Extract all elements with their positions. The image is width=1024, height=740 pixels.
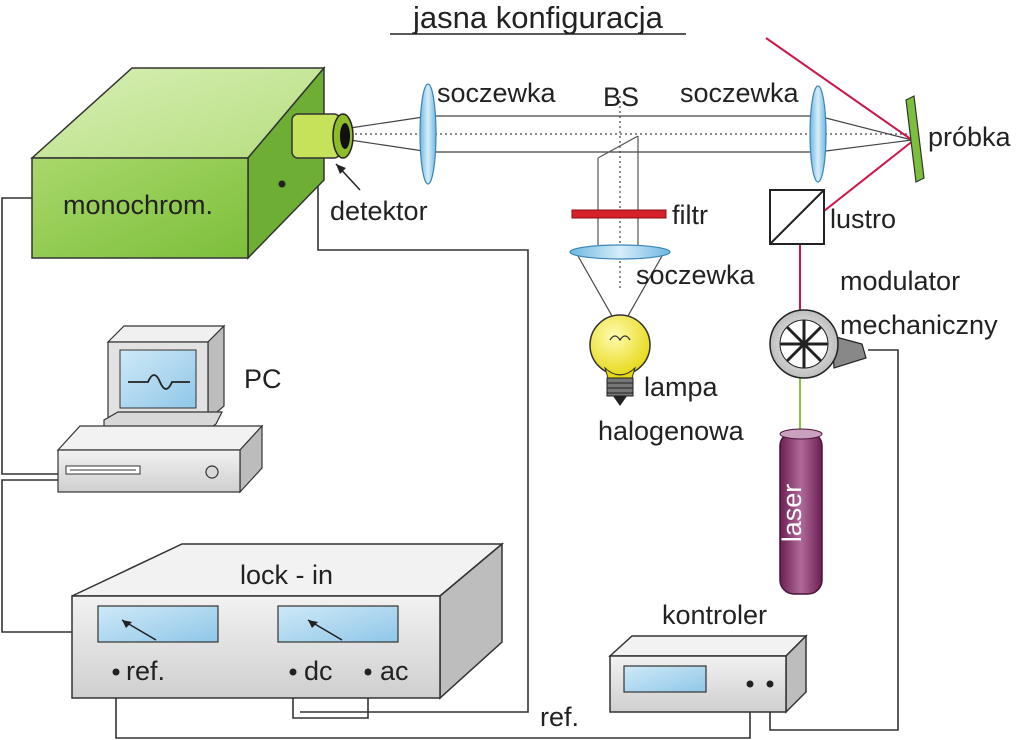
lens-1-label: soczewka (437, 78, 557, 108)
detector-label: detektor (330, 196, 428, 226)
lamp-label-line2: halogenowa (598, 416, 745, 446)
lens-3-label: soczewka (636, 260, 756, 290)
lamp-label-line1: lampa (644, 372, 719, 402)
lockin-ref-label: ref. (126, 656, 165, 686)
lens-3: soczewka (569, 244, 756, 290)
filter: filtr (571, 200, 708, 230)
beam-splitter-label: BS (603, 82, 639, 112)
laser-label: laser (777, 484, 807, 543)
controller-label: kontroler (662, 600, 767, 630)
pc-label: PC (244, 364, 282, 394)
monochromator: monochrom. (30, 65, 326, 260)
pc-screen-waveform (128, 374, 190, 390)
diagram-title: jasna konfiguracja (412, 0, 664, 35)
monochromator-label: monochrom. (63, 190, 213, 220)
controller: kontroler (608, 600, 808, 714)
lockin-ac-label: ac (380, 656, 409, 686)
filter-label: filtr (672, 200, 708, 230)
sample-label: próbka (928, 122, 1012, 152)
sample: próbka (905, 95, 1012, 183)
modulator-label-line1: modulator (840, 266, 960, 296)
modulator-label-line2: mechaniczny (840, 310, 998, 340)
lock-in-amplifier: lock - in ref. dc ac (71, 542, 505, 700)
detector: detektor (291, 113, 428, 226)
lockin-label: lock - in (240, 560, 333, 590)
lockin-dc-label: dc (304, 656, 333, 686)
halogen-lamp: lampa halogenowa (589, 314, 745, 446)
mirror-label: lustro (830, 204, 896, 234)
mirror: lustro (769, 189, 896, 245)
lens-1: soczewka (419, 78, 557, 185)
lens-2-label: soczewka (680, 78, 800, 108)
pc: PC (56, 324, 282, 494)
lens-2: soczewka (680, 78, 827, 183)
laser: laser (777, 428, 823, 595)
ref-bottom-label: ref. (540, 702, 579, 732)
mechanical-modulator: modulator mechaniczny (769, 266, 998, 379)
